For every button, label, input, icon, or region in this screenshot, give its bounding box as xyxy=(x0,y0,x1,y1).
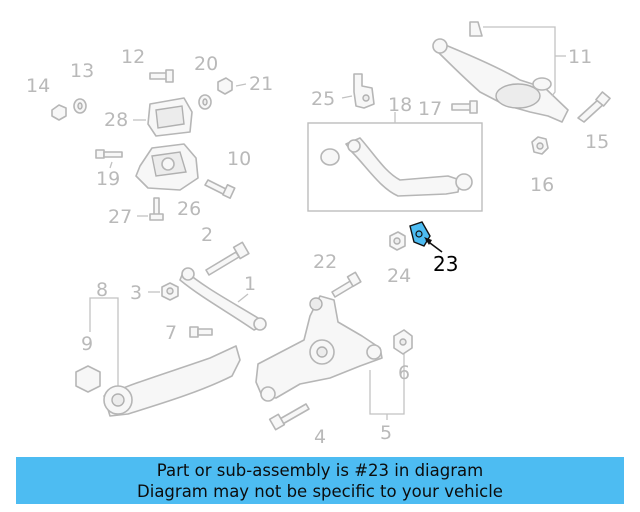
part-25-bracket xyxy=(353,73,375,109)
callout-10: 10 xyxy=(227,148,251,170)
callout-14: 14 xyxy=(26,75,50,97)
parts-diagram: 11 15 16 17 25 18 23 xyxy=(26,21,611,448)
callout-22: 22 xyxy=(313,251,337,273)
callout-17: 17 xyxy=(418,98,442,120)
part-26-mount xyxy=(135,143,199,191)
callout-8: 8 xyxy=(96,279,108,301)
callout-20: 20 xyxy=(194,53,218,75)
banner-line-1: Part or sub-assembly is #23 in diagram xyxy=(156,461,484,480)
banner-line-2: Diagram may not be specific to your vehi… xyxy=(137,482,503,501)
callout-12: 12 xyxy=(121,46,145,68)
part-8-trailing-arm xyxy=(89,297,241,417)
callout-18: 18 xyxy=(388,94,412,116)
part-21-nut xyxy=(217,77,233,95)
callout-19: 19 xyxy=(96,168,120,190)
part-14-nut xyxy=(51,104,67,121)
part-15-bolt xyxy=(577,91,611,123)
part-23-highlighted[interactable] xyxy=(409,221,443,253)
callout-23: 23 xyxy=(433,252,458,276)
knuckle xyxy=(255,295,383,402)
callout-6: 6 xyxy=(398,362,410,384)
part-3-nut xyxy=(161,282,179,301)
part-10-bolt xyxy=(204,179,236,199)
info-banner: Part or sub-assembly is #23 in diagram D… xyxy=(16,457,624,504)
callout-4: 4 xyxy=(314,426,326,448)
callout-7: 7 xyxy=(165,322,177,344)
callout-25: 25 xyxy=(311,88,335,110)
part-18-link-assembly xyxy=(307,112,483,212)
part-6-nut xyxy=(393,329,413,355)
part-12-bolt xyxy=(149,69,174,83)
part-13-washer xyxy=(73,98,87,114)
part-2-bolt xyxy=(205,241,250,276)
callout-13: 13 xyxy=(70,60,94,82)
part-1-lateral-link xyxy=(179,267,267,331)
callout-5: 5 xyxy=(380,422,392,444)
part-28-mount xyxy=(147,97,193,137)
callout-2: 2 xyxy=(201,224,213,246)
callout-28: 28 xyxy=(104,109,128,131)
part-9-bushing xyxy=(75,365,101,393)
callout-1: 1 xyxy=(244,273,256,295)
part-7-bolt xyxy=(189,326,213,338)
callout-27: 27 xyxy=(108,206,132,228)
part-16-nut xyxy=(531,136,549,155)
part-5-bracket xyxy=(369,354,405,420)
callout-26: 26 xyxy=(177,198,201,220)
callout-3: 3 xyxy=(130,282,142,304)
callout-24: 24 xyxy=(387,265,411,287)
callout-9: 9 xyxy=(81,333,93,355)
part-27-stud xyxy=(149,197,164,221)
part-4-bolt xyxy=(268,403,310,431)
callout-15: 15 xyxy=(585,131,609,153)
callout-11: 11 xyxy=(568,46,592,68)
callout-21: 21 xyxy=(249,73,273,95)
part-17-bolt xyxy=(451,100,478,114)
part-20-washer xyxy=(198,94,212,110)
callout-16: 16 xyxy=(530,174,554,196)
part-24-nut xyxy=(389,231,406,251)
part-19-bolt xyxy=(95,149,123,159)
part-22-bolt xyxy=(331,271,362,298)
part-11-control-arm xyxy=(432,21,569,123)
